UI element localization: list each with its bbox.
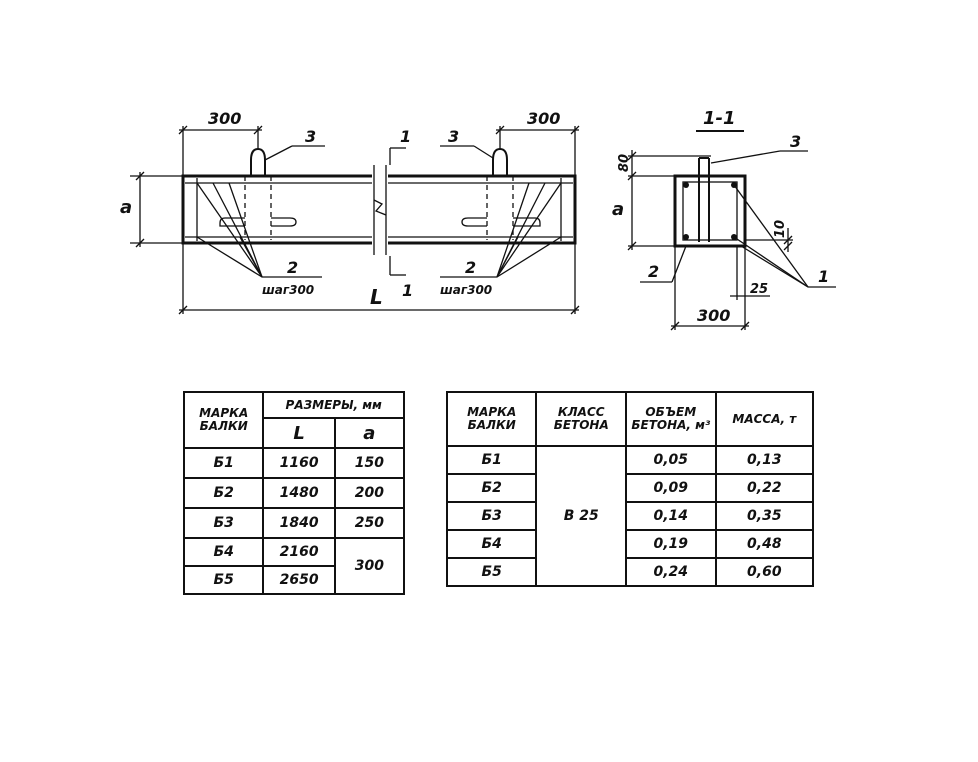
section-title: 1-1 [703,108,736,129]
section-dim-80: 80 [617,154,632,172]
cell-a: 300 [333,537,406,595]
header-class: КЛАСС БЕТОНА [535,391,627,447]
cell-a: 200 [333,477,406,509]
section-dim-300: 300 [697,306,730,325]
lifting-loop-left [219,147,297,240]
beam-elevation: 300 300 a L [120,109,580,315]
concrete-table: МАРКА БАЛКИ КЛАСС БЕТОНА ОБЪЕМ БЕТОНА, м… [445,391,815,587]
position-3-left: 3 [305,127,316,146]
stirrup-leaders-left [196,182,322,278]
section-position-3: 3 [790,132,801,151]
cell-L: 1840 [262,507,336,539]
cell-mark: Б3 [445,501,538,531]
cell-mark: Б1 [445,445,538,475]
cell-mark: Б5 [445,557,538,587]
cell-volume: 0,19 [624,529,717,559]
table-row: Б4 0,19 0,48 [445,529,815,559]
header-mark: МАРКА БАЛКИ [182,391,265,449]
section-dim-25: 25 [750,282,768,297]
cell-mark: Б3 [182,507,265,539]
dimension-300-right: 300 [495,109,580,176]
section-dim-10: 10 [773,220,788,238]
stirrup-step-left: шаг300 [262,283,314,297]
cell-concrete-class: В 25 [535,445,627,587]
header-volume: ОБЪЕМ БЕТОНА, м³ [624,391,717,447]
table-row: Б5 2650 [182,565,404,595]
stirrup-leaders-right [440,182,562,278]
break-symbol [372,165,388,255]
cell-mark: Б5 [182,565,265,595]
section-position-1: 1 [818,267,829,286]
cell-volume: 0,09 [624,473,717,503]
cell-mass: 0,60 [714,557,815,587]
cell-a: 250 [333,507,406,539]
svg-text:300: 300 [527,109,560,128]
table-row: Б1 В 25 0,05 0,13 [445,445,815,587]
dimension-L: L [178,243,580,315]
header-mass: МАССА, т [714,391,815,447]
header-a: a [333,417,406,449]
header-sizes: РАЗМЕРЫ, мм [262,391,405,419]
cell-volume: 0,14 [624,501,717,531]
section-dim-a: a [612,199,624,220]
dimensions-table: МАРКА БАЛКИ РАЗМЕРЫ, мм L a Б1 1160 150 … [182,391,406,595]
header-mark: МАРКА БАЛКИ [445,391,538,447]
cell-L: 2160 [262,537,336,567]
cell-mark: Б4 [445,529,538,559]
cell-mark: Б2 [182,477,265,509]
section-position-2: 2 [648,262,659,281]
table-row: Б2 0,09 0,22 [445,473,815,503]
table-row: Б3 0,14 0,35 [445,501,815,531]
cell-mass: 0,13 [714,445,815,475]
table-row: Б4 2160 300 [182,537,406,595]
dimension-a: a [120,171,183,248]
header-L: L [262,417,336,449]
cell-volume: 0,24 [624,557,717,587]
section-cut-mark-bottom: 1 [389,256,413,300]
svg-text:300: 300 [208,109,241,128]
svg-text:1: 1 [400,127,411,146]
cell-mass: 0,48 [714,529,815,559]
dimension-300-left: 300 [178,109,263,176]
lifting-loop-right [461,147,541,240]
section-1-1: 1-1 80 a 3 10 [612,108,836,331]
cell-mass: 0,22 [714,473,815,503]
svg-text:L: L [370,285,383,309]
table-row: Б5 0,24 0,60 [445,557,815,587]
cell-mark: Б1 [182,447,265,479]
table-row: Б2 1480 200 [182,477,406,509]
cell-volume: 0,05 [624,445,717,475]
cell-a: 150 [333,447,406,479]
svg-text:a: a [120,197,132,218]
section-cut-mark-top: 1 [389,127,411,165]
cell-mark: Б4 [182,537,265,567]
svg-text:1: 1 [402,281,413,300]
table-row: Б3 1840 250 [182,507,406,539]
cell-L: 1160 [262,447,336,479]
stirrup-step-right: шаг300 [440,283,492,297]
position-2-left: 2 [287,258,298,277]
table-row: Б1 1160 150 [182,447,406,479]
cell-mass: 0,35 [714,501,815,531]
position-2-right: 2 [465,258,476,277]
cell-L: 1480 [262,477,336,509]
cell-L: 2650 [262,565,336,595]
position-3-right: 3 [448,127,459,146]
cell-mark: Б2 [445,473,538,503]
